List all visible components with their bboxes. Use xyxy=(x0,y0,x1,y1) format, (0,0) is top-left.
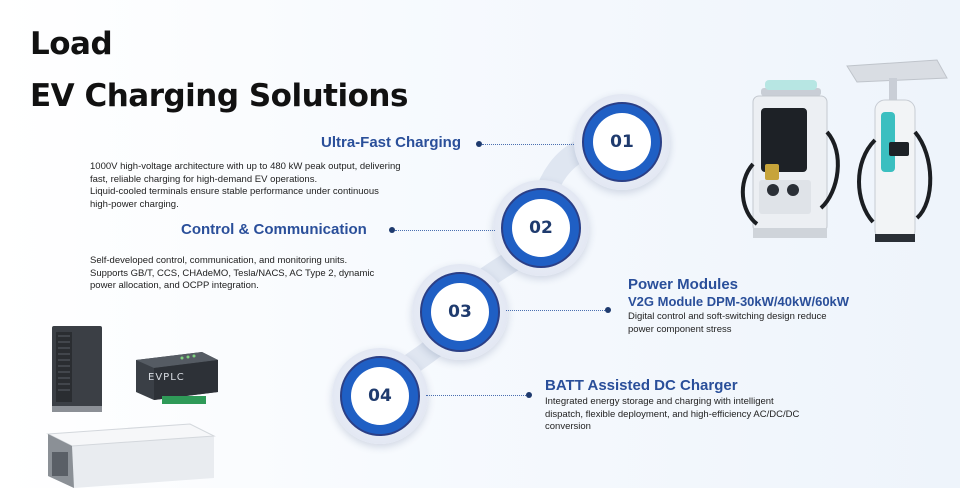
battery-storage-cabinet-image xyxy=(46,423,216,488)
heading-power-modules: Power Modules xyxy=(628,276,739,293)
heading-control-communication: Control & Communication xyxy=(181,221,367,238)
desc-control-communication: Self-developed control, communication, a… xyxy=(90,255,430,293)
desc-line: Liquid-cooled terminals ensure stable pe… xyxy=(90,186,379,197)
step-number-03: 03 xyxy=(431,283,489,341)
desc-line: power allocation, and OCPP integration. xyxy=(90,280,259,291)
step-number-04: 04 xyxy=(351,367,409,425)
desc-line: power component stress xyxy=(628,323,732,335)
desc-line: high-power charging. xyxy=(90,198,179,210)
page-title: Load EV Charging Solutions xyxy=(30,18,408,122)
connector-line-04 xyxy=(426,395,526,396)
connector-dot-04 xyxy=(526,392,532,398)
controller-label: EVPLC xyxy=(148,372,185,383)
desc-line: Supports GB/T, CCS, CHAdeMO, Tesla/NACS,… xyxy=(90,267,375,279)
subheading-v2g-module: V2G Module DPM-30kW/40kW/60kW xyxy=(628,294,850,309)
power-module-image xyxy=(52,326,102,412)
step-number-01: 01 xyxy=(593,113,651,171)
step-number-02: 02 xyxy=(512,199,570,257)
heading-ultra-fast-charging: Ultra-Fast Charging xyxy=(321,134,462,151)
connector-dot-03 xyxy=(605,307,611,313)
title-line-1: Load xyxy=(30,26,113,62)
step-circle-03: 03 xyxy=(412,264,508,360)
evplc-controller-image: EVPLC xyxy=(132,348,222,406)
desc-ultra-fast-charging: 1000V high-voltage architecture with up … xyxy=(90,161,490,211)
step-circle-02: 02 xyxy=(493,180,589,276)
connector-line-01 xyxy=(482,144,574,145)
desc-power-modules: Digital control and soft-switching desig… xyxy=(628,311,928,336)
desc-line: fast, reliable charging for high-demand … xyxy=(90,173,318,185)
desc-line: 1000V high-voltage architecture with up … xyxy=(90,161,401,172)
desc-line: dispatch, flexible deployment, and high-… xyxy=(545,408,800,420)
heading-batt-assisted-dc-charger: BATT Assisted DC Charger xyxy=(545,377,738,394)
dc-charging-stations-image xyxy=(740,59,948,242)
desc-batt-assisted-dc-charger: Integrated energy storage and charging w… xyxy=(545,396,865,434)
title-line-2: EV Charging Solutions xyxy=(30,78,408,114)
desc-line: conversion xyxy=(545,421,591,432)
step-circle-01: 01 xyxy=(574,94,670,190)
connector-dot-02 xyxy=(389,227,395,233)
connector-line-02 xyxy=(395,230,495,231)
connector-dot-01 xyxy=(476,141,482,147)
desc-line: Self-developed control, communication, a… xyxy=(90,255,348,266)
step-circle-04: 04 xyxy=(332,348,428,444)
desc-line: Digital control and soft-switching desig… xyxy=(628,311,827,322)
desc-line: Integrated energy storage and charging w… xyxy=(545,396,774,407)
connector-line-03 xyxy=(506,310,605,311)
